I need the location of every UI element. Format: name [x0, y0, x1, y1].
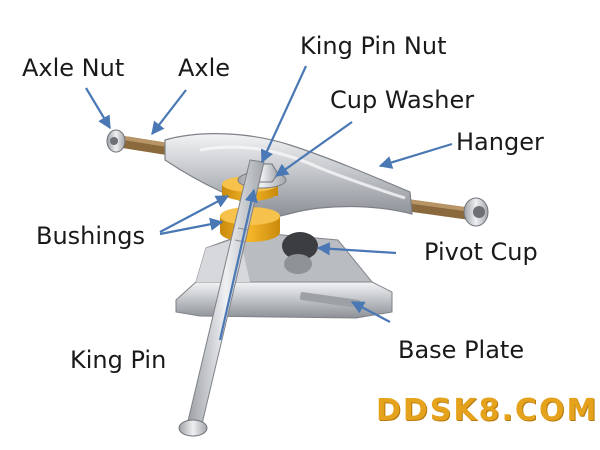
- arrow-axle: [151, 89, 187, 136]
- axle-right: [398, 197, 489, 227]
- label-cup-washer: Cup Washer: [330, 86, 475, 114]
- arrow-axle-nut: [85, 87, 111, 130]
- pivot-cup: [282, 232, 318, 274]
- label-base-plate: Base Plate: [398, 336, 525, 364]
- label-bushings: Bushings: [36, 222, 146, 250]
- label-pivot-cup: Pivot Cup: [424, 238, 538, 266]
- arrow-bushings-upper: [159, 195, 230, 233]
- arrow-king-pin-nut: [260, 65, 307, 164]
- arrow-bushings-lower: [159, 217, 224, 236]
- label-king-pin-nut: King Pin Nut: [300, 32, 447, 60]
- arrow-pivot-cup: [316, 242, 397, 256]
- label-axle: Axle: [178, 54, 231, 82]
- label-axle-nut: Axle Nut: [22, 54, 125, 82]
- arrow-king-pin: [218, 188, 258, 341]
- watermark-logo: DDSK8.COM: [376, 393, 599, 428]
- arrow-hanger: [378, 142, 453, 169]
- label-arrows: [85, 65, 453, 341]
- hanger: [164, 133, 413, 217]
- arrow-cup-washer: [274, 121, 353, 177]
- label-hanger: Hanger: [456, 128, 544, 156]
- arrow-base-plate: [350, 301, 391, 323]
- label-king-pin: King Pin: [70, 346, 167, 374]
